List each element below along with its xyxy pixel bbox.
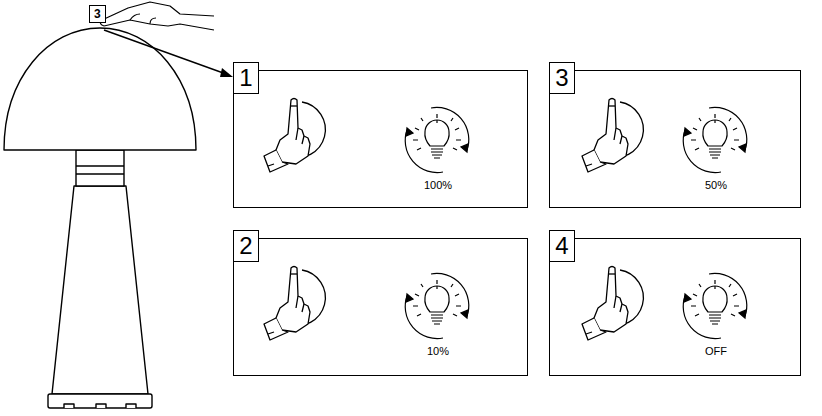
step-number: 3 [549,62,575,94]
step-number: 2 [233,230,259,262]
step-panel: 4OFF [549,238,801,376]
brightness-level: OFF [704,345,728,358]
step-number: 4 [549,230,575,262]
brightness-level: 50% [704,179,728,192]
step-panel: 350% [549,70,801,208]
brightness-level: 10% [426,345,450,358]
step-panel: 1100% [233,70,528,208]
callout-number: 3 [89,5,106,23]
step-panel: 210% [233,238,528,376]
brightness-level: 100% [423,179,453,192]
step-number: 1 [233,62,259,94]
